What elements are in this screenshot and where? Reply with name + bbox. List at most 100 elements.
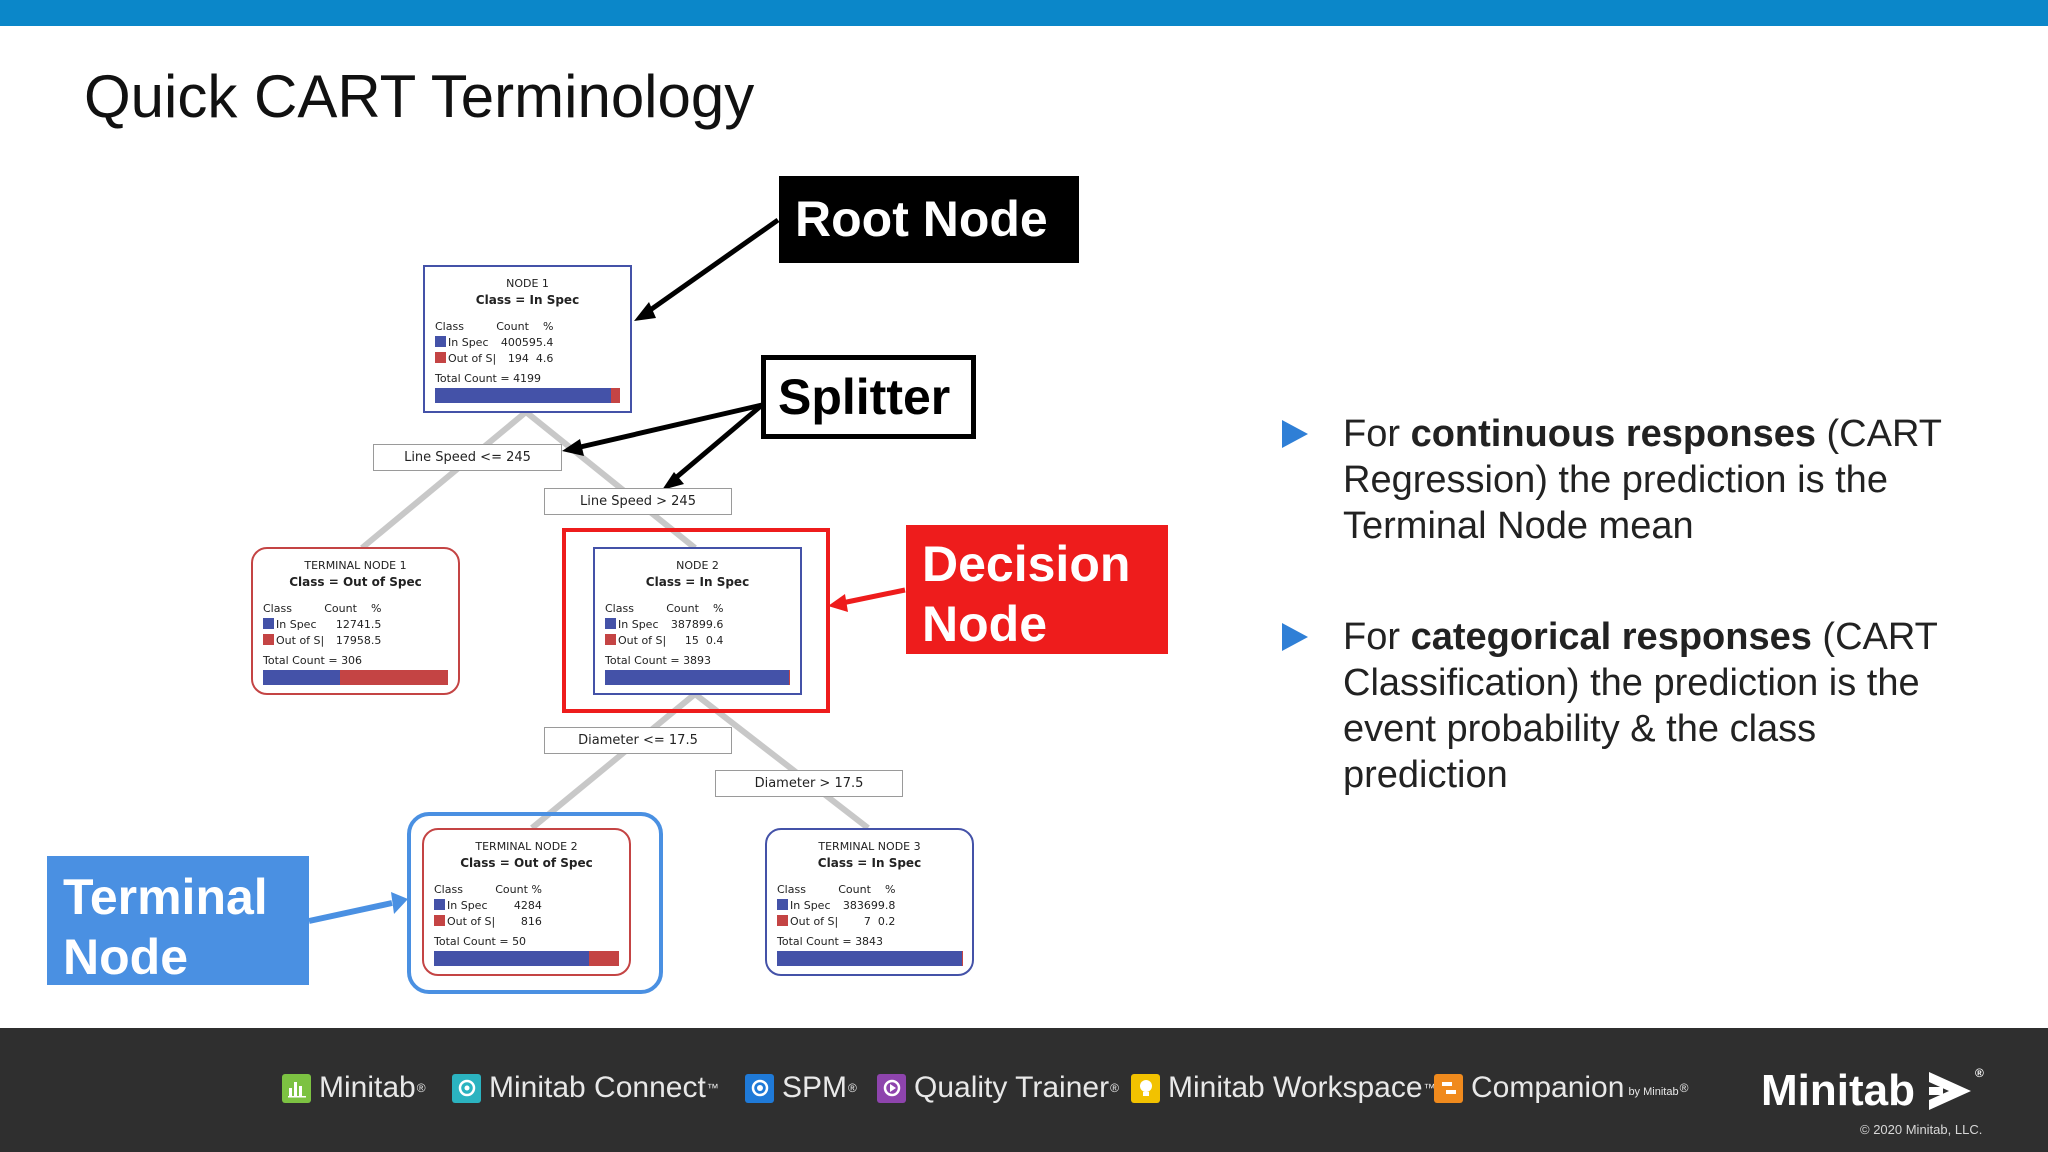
- terminal-arrow-line: [308, 900, 393, 924]
- in-count: 3836: [842, 899, 871, 912]
- col-count: Count: [838, 883, 871, 896]
- class-proportion-bar: [605, 670, 790, 685]
- in-pct: 99.6: [698, 618, 724, 631]
- terminal-label-line1: Terminal: [63, 869, 268, 925]
- out-spec-swatch: [435, 352, 446, 363]
- out-pct: 0.2: [877, 915, 896, 928]
- in-pct: 41.5: [356, 618, 382, 631]
- in-spec-bar: [605, 670, 790, 685]
- node-class: Class = Out of Spec: [289, 575, 422, 589]
- col-pct: %: [542, 320, 554, 333]
- out-spec-swatch: [777, 915, 788, 926]
- col-class: Class: [777, 883, 806, 896]
- decision-node-callout: Decision Node: [906, 525, 1168, 654]
- out-spec-swatch: [605, 634, 616, 645]
- out-spec-bar: [339, 670, 448, 685]
- total-count: Total Count = 3893: [605, 654, 712, 667]
- col-class: Class: [434, 883, 463, 896]
- total-count: Total Count = 4199: [435, 372, 542, 385]
- branch-node2-left: [530, 691, 697, 831]
- product-byline: by Minitab: [1628, 1086, 1679, 1098]
- product-name: Quality Trainer: [914, 1071, 1110, 1104]
- col-pct: %: [531, 883, 542, 896]
- in-count: 42: [513, 899, 528, 912]
- out-spec-swatch: [263, 634, 274, 645]
- total-count: Total Count = 3843: [777, 935, 884, 948]
- in-spec-bar: [777, 951, 962, 966]
- terminal-arrow-head: [391, 892, 408, 914]
- minitab-bar-chart-icon: [282, 1073, 311, 1103]
- out-spec-bar: [789, 670, 790, 685]
- tree-terminal-node-2: TERMINAL NODE 2 Class = Out of Spec Clas…: [422, 828, 631, 976]
- bullet-arrow-icon: [1282, 623, 1308, 651]
- root-arrow-head: [634, 302, 656, 321]
- in-spec-label: In Spec: [447, 899, 488, 912]
- node-class: Class = In Spec: [475, 293, 580, 307]
- col-count: Count: [324, 602, 357, 615]
- out-count: 194: [507, 352, 529, 365]
- footer-bar: [0, 1028, 2048, 1152]
- col-pct: %: [712, 602, 724, 615]
- split-label-line-speed-le: Line Speed <= 245: [373, 444, 562, 471]
- bullet-categorical: For categorical responses (CART Classifi…: [1282, 614, 1982, 798]
- product-minitab: Minitab®: [282, 1062, 426, 1114]
- in-spec-swatch: [263, 618, 274, 629]
- out-spec-label: Out of S|: [790, 915, 839, 928]
- class-proportion-bar: [263, 670, 448, 685]
- minitab-logo: Minitab ®: [1761, 1066, 1984, 1115]
- decision-label-line1: Decision: [922, 536, 1131, 592]
- out-count: 15: [684, 634, 699, 647]
- in-spec-swatch: [434, 899, 445, 910]
- node-class: Class = In Spec: [645, 575, 750, 589]
- in-count: 3878: [670, 618, 699, 631]
- in-spec-swatch: [605, 618, 616, 629]
- class-proportion-bar: [777, 951, 962, 966]
- bullet-continuous: For continuous responses (CART Regressio…: [1282, 411, 1982, 549]
- bullet-text: For continuous responses (CART Regressio…: [1343, 413, 1942, 547]
- col-count: Count: [666, 602, 699, 615]
- terminal-node-highlight: [407, 812, 663, 994]
- node-title: NODE 1: [506, 277, 549, 290]
- tree-terminal-node-1: TERMINAL NODE 1 Class = Out of Spec Clas…: [251, 547, 460, 695]
- in-spec-bar: [435, 388, 612, 403]
- decision-arrow-line: [841, 587, 906, 606]
- terminal-label-line2: Node: [63, 929, 188, 985]
- node-class: Class = In Spec: [817, 856, 922, 870]
- out-count: 7: [863, 915, 871, 928]
- decision-label-line2: Node: [922, 596, 1047, 652]
- node-title: NODE 2: [676, 559, 719, 572]
- terminal-node-callout: Terminal Node: [47, 856, 309, 985]
- in-spec-bar: [434, 951, 590, 966]
- root-arrow-line: [644, 217, 780, 316]
- product-name: Minitab Workspace: [1168, 1071, 1423, 1104]
- col-count: Count: [496, 320, 529, 333]
- product-name: Companion: [1471, 1071, 1625, 1104]
- col-class: Class: [435, 320, 464, 333]
- total-count: Total Count = 50: [434, 935, 527, 948]
- slide-title: Quick CART Terminology: [84, 63, 755, 130]
- branch-node1-left: [360, 409, 528, 551]
- split-label-diameter-gt: Diameter > 17.5: [715, 770, 903, 797]
- in-spec-bar: [263, 670, 340, 685]
- col-count: Count: [495, 883, 528, 896]
- minitab-logo-mark-icon: [1928, 1072, 1971, 1110]
- splitter-arrow-head-1: [562, 439, 584, 456]
- out-spec-label: Out of S|: [448, 352, 497, 365]
- col-class: Class: [263, 602, 292, 615]
- product-name: Minitab: [319, 1071, 416, 1104]
- brand-name: Minitab: [1761, 1066, 1915, 1115]
- col-pct: %: [370, 602, 382, 615]
- out-spec-swatch: [434, 915, 445, 926]
- splitter-arrow-line-2: [670, 403, 764, 483]
- col-class: Class: [605, 602, 634, 615]
- product-quality-trainer: Quality Trainer®: [877, 1062, 1119, 1114]
- out-pct: 0.4: [705, 634, 724, 647]
- node-title: TERMINAL NODE 1: [304, 559, 407, 572]
- node-title: TERMINAL NODE 2: [475, 840, 578, 853]
- spm-icon: [745, 1073, 774, 1103]
- product-name: SPM: [782, 1071, 848, 1104]
